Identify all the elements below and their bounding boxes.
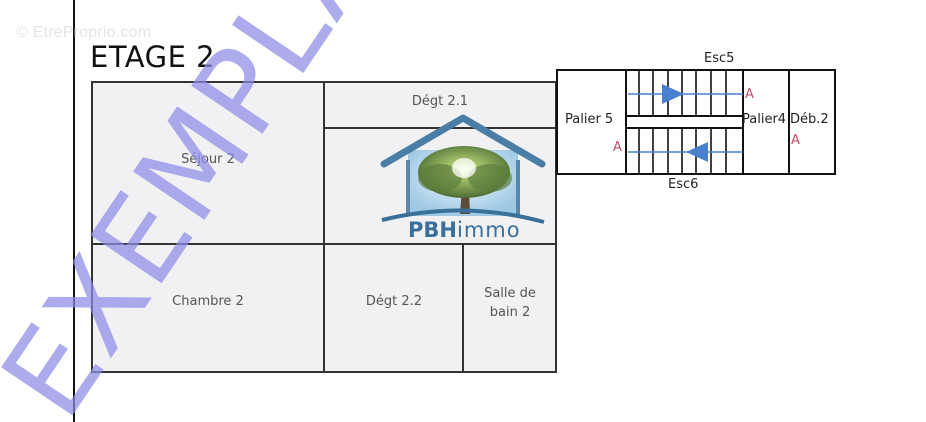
stair-treads-icon [628,70,743,174]
wall-left [91,81,93,373]
room-chambre [92,244,324,372]
logo-brand-light: immo [456,218,521,242]
logo-wordmark: PBHimmo [408,218,521,242]
label-deb2: Déb.2 [790,112,829,127]
label-salle-de-bain-line2: bain 2 [489,305,531,320]
label-degt-2-2: Dégt 2.2 [365,294,423,309]
stairs-rail-bottom [626,127,743,129]
label-chambre: Chambre 2 [172,294,244,309]
label-palier5: Palier 5 [565,112,614,127]
room-degt-2-2 [324,244,464,372]
room-sejour [92,82,324,244]
page-margin-line [73,0,75,422]
stairs-divider-palier4 [742,69,744,175]
wall-right [555,81,557,373]
house-tree-logo-icon [380,114,546,224]
label-esc6: Esc6 [668,177,699,192]
wall-mid-vertical [323,81,325,373]
wall-sdb-left [462,243,464,373]
stairs-divider-palier5 [625,69,627,175]
stairs-wall-left [556,69,558,175]
wall-mid-horizontal [91,243,557,245]
label-palier4: Palier4 [742,112,787,127]
marker-a-esc5: A [745,87,754,102]
label-esc5: Esc5 [704,51,735,66]
arrow-left-icon [686,142,708,162]
label-sejour: Séjour 2 [181,152,235,167]
stairs-divider-deb [788,69,790,175]
stairs-wall-right [834,69,836,175]
arrow-right-icon [662,84,684,104]
label-salle-de-bain-line1: Salle de [484,286,536,301]
label-degt-2-1: Dégt 2.1 [411,94,469,109]
room-salle-de-bain [464,244,556,372]
floor-title: ETAGE 2 [90,40,216,74]
pbh-immo-logo: PBHimmo [378,114,548,242]
source-watermark: © EtreProprio.com [16,24,152,41]
logo-brand-bold: PBH [408,218,457,242]
marker-a-deb2: A [791,133,800,148]
stairs-rail-top [626,115,743,117]
marker-a-esc6: A [613,140,622,155]
room-degt-2-1 [324,82,556,128]
stairs-wall-bottom [556,173,836,175]
